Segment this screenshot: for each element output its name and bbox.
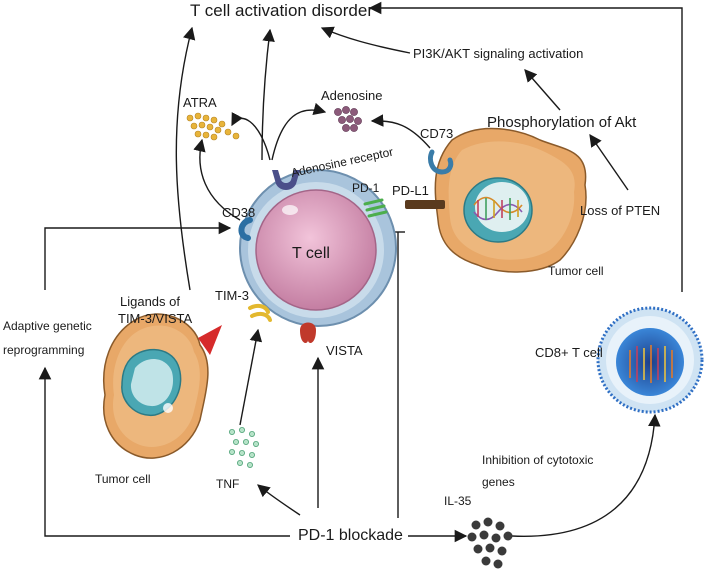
label-inhibition-line2: genes — [482, 475, 515, 489]
tumor-cell-right — [405, 127, 587, 273]
label-atra: ATRA — [183, 95, 217, 110]
label-inhibition-line1: Inhibition of cytotoxic — [482, 453, 593, 467]
ligand-triangle-icon — [198, 325, 222, 355]
label-pd1-blockade: PD-1 blockade — [298, 527, 403, 544]
cd73-receptor-icon — [427, 149, 454, 175]
label-tumor-cell-left: Tumor cell — [95, 472, 151, 486]
label-vista: VISTA — [326, 343, 363, 358]
arrow-phos-to-pi3k — [524, 69, 561, 111]
arrow-cd73-to-adenosine — [370, 114, 431, 149]
arrow-cd8-to-disorder — [368, 1, 683, 292]
t-cell — [238, 169, 397, 343]
label-loss-of-pten: Loss of PTEN — [580, 203, 660, 218]
arrow-il35-to-cd8 — [511, 413, 661, 537]
label-cd8-t-cell: CD8+ T cell — [535, 345, 603, 360]
label-pi3k-akt: PI3K/AKT signaling activation — [413, 46, 583, 61]
pdl1-ligand-icon — [405, 200, 445, 209]
atra-molecules-icon — [186, 112, 240, 141]
arrow-to-adenosine — [271, 102, 327, 161]
arrows — [38, 1, 683, 543]
arrow-blockade-to-tnf — [257, 484, 301, 516]
dna-helix-icon — [473, 196, 523, 221]
arrow-cd38-to-atra — [193, 138, 241, 221]
cd8-t-cell — [596, 306, 704, 414]
adenosine-molecules-icon — [334, 106, 362, 132]
label-t-cell-activation-disorder: T cell activation disorder — [190, 1, 373, 20]
label-cd73: CD73 — [420, 126, 453, 141]
arrow-to-atra — [231, 112, 271, 161]
label-tim3: TIM-3 — [215, 288, 249, 303]
arrow-tnf-to-tim3 — [239, 328, 263, 426]
tim3-receptor-icon — [248, 303, 272, 322]
adenosine-receptor-icon — [272, 170, 300, 190]
arrow-blockade-to-adaptive — [38, 366, 290, 537]
arrow-adaptive-to-disorder — [175, 26, 196, 291]
arrow-pi3k-to-disorder — [320, 26, 411, 54]
label-ligands-line2: TIM-3/VISTA — [118, 311, 192, 326]
cd8-dna-icon — [629, 345, 673, 383]
label-il35: IL-35 — [444, 494, 472, 508]
arrow-tcell-to-disorder — [261, 28, 275, 161]
tnf-molecules-icon — [228, 426, 259, 468]
label-tnf: TNF — [216, 477, 239, 491]
arrow-frame-to-cd38 — [44, 221, 232, 290]
label-adaptive-line2: reprogramming — [3, 343, 84, 357]
label-phosphorylation-akt: Phosphorylation of Akt — [487, 114, 637, 131]
label-adaptive-line1: Adaptive genetic — [3, 319, 92, 333]
label-t-cell: T cell — [292, 245, 330, 262]
label-pd1: PD-1 — [352, 181, 380, 195]
label-adenosine: Adenosine — [321, 88, 382, 103]
label-ligands-line1: Ligands of — [120, 294, 180, 309]
il35-molecules-icon — [467, 517, 513, 569]
vista-receptor-icon — [300, 322, 316, 343]
label-cd38: CD38 — [222, 205, 255, 220]
arrow-pten-to-phos — [589, 133, 629, 191]
tumor-cell-left — [103, 313, 222, 459]
pd1-receptor-icon — [363, 198, 388, 218]
label-tumor-cell-right: Tumor cell — [548, 264, 604, 278]
cd38-receptor-icon — [238, 217, 253, 241]
label-pdl1: PD-L1 — [392, 183, 429, 198]
